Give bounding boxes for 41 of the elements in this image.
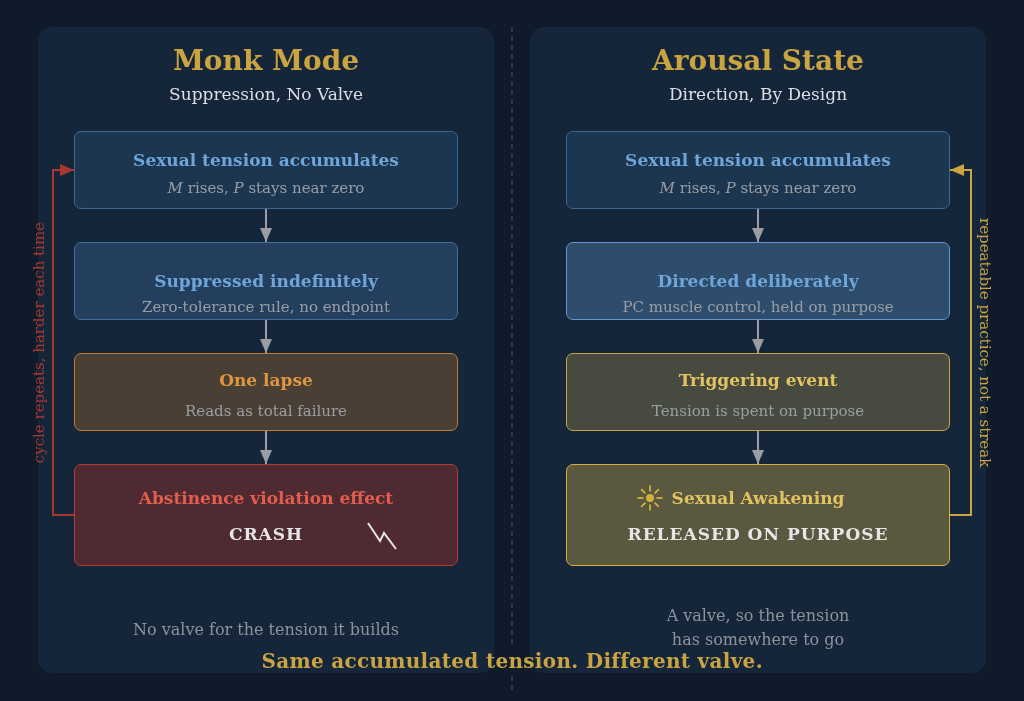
- box-subtitle: M rises, P stays near zero: [167, 178, 365, 198]
- edge-label: cycle repeats, harder each time: [30, 222, 48, 464]
- panel-note: A valve, so the tension has somewhere to go: [665, 605, 851, 651]
- arrow: [260, 319, 272, 354]
- process-box: [74, 242, 458, 320]
- box-subtitle: Zero-tolerance rule, no endpoint: [142, 297, 390, 317]
- panel-title: Arousal State: [652, 42, 864, 78]
- caption: Same accumulated tension. Different valve.: [261, 649, 763, 673]
- panel-note: No valve for the tension it builds: [132, 619, 400, 641]
- box-title: One lapse: [219, 369, 313, 391]
- box-status: RELEASED ON PURPOSE: [627, 523, 889, 545]
- panel-title: Monk Mode: [172, 42, 360, 78]
- box-subtitle: M rises, P stays near zero: [659, 178, 857, 198]
- process-box: [74, 464, 458, 566]
- box-title: Directed deliberately: [657, 270, 859, 292]
- process-box: [74, 131, 458, 209]
- arrow: [752, 208, 764, 243]
- loop-arrow: [52, 164, 75, 516]
- box-subtitle: PC muscle control, held on purpose: [622, 297, 894, 317]
- box-title: Suppressed indefinitely: [154, 270, 378, 292]
- box-title: Sexual tension accumulates: [133, 149, 399, 171]
- box-title: Abstinence violation effect: [138, 487, 394, 509]
- box-title: Sexual tension accumulates: [625, 149, 891, 171]
- loop-arrow: [949, 164, 972, 516]
- arrow: [752, 430, 764, 465]
- process-box: [566, 131, 950, 209]
- box-status: CRASH: [228, 523, 304, 545]
- arrow: [752, 319, 764, 354]
- panel-subtitle: Direction, By Design: [668, 83, 848, 105]
- process-box: [74, 353, 458, 431]
- box-subtitle: Reads as total failure: [185, 401, 347, 421]
- process-box: [566, 464, 950, 566]
- box-subtitle: Tension is spent on purpose: [651, 401, 865, 421]
- arrow: [260, 208, 272, 243]
- box-title: Sexual Awakening: [671, 487, 845, 509]
- box-title: Triggering event: [678, 369, 838, 391]
- arrow: [260, 430, 272, 465]
- edge-label: repeatable practice, not a streak: [976, 218, 994, 468]
- process-box: [566, 242, 950, 320]
- panel-subtitle: Suppression, No Valve: [169, 83, 363, 105]
- process-box: [566, 353, 950, 431]
